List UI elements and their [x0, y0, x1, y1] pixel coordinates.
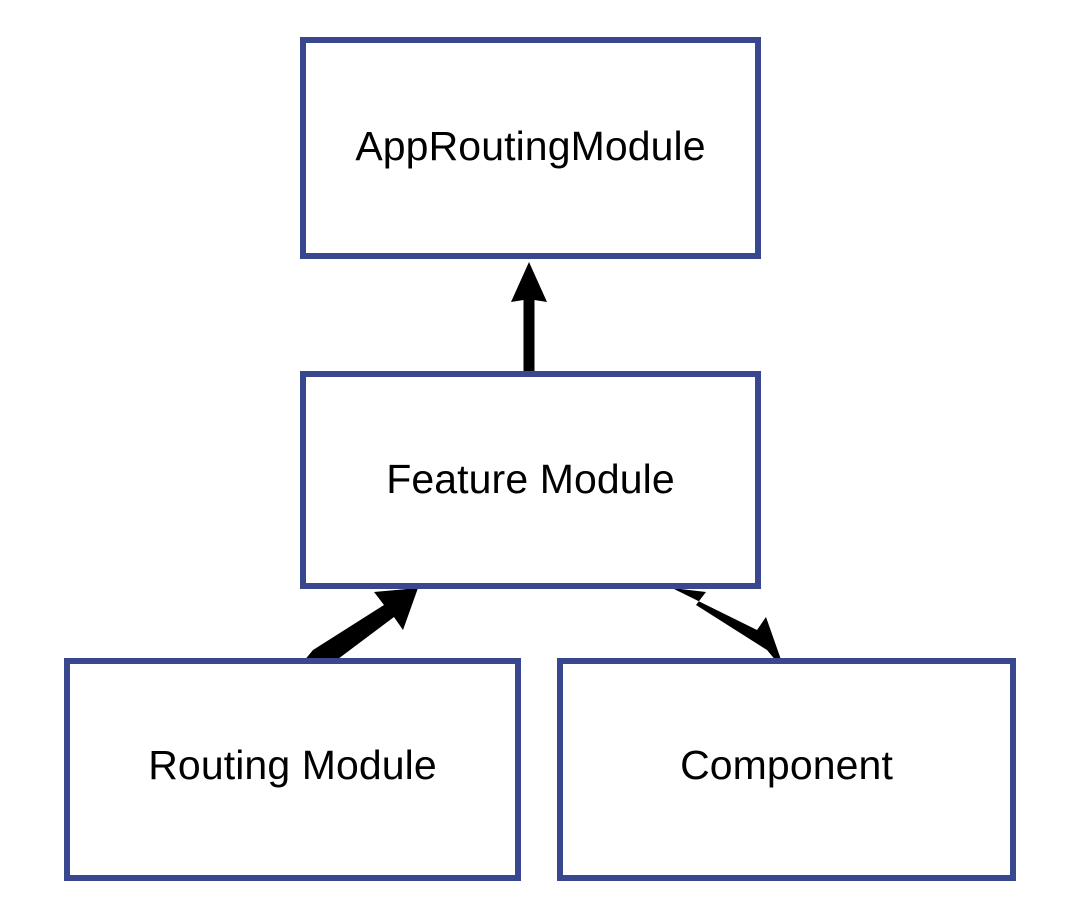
- edge-feature-module-to-app-routing-module: [511, 262, 547, 372]
- node-feature-module[interactable]: Feature Module: [300, 371, 761, 589]
- node-app-routing-module[interactable]: AppRoutingModule: [300, 37, 761, 259]
- node-routing-module-label: Routing Module: [148, 742, 437, 788]
- edge-routing-module-to-feature-module: [303, 588, 418, 671]
- edge-component-to-feature-module: [672, 588, 785, 671]
- node-component[interactable]: Component: [557, 658, 1016, 881]
- node-routing-module[interactable]: Routing Module: [64, 658, 521, 881]
- node-feature-module-label: Feature Module: [386, 455, 675, 502]
- node-component-label: Component: [680, 742, 893, 788]
- node-app-routing-module-label: AppRoutingModule: [355, 122, 706, 169]
